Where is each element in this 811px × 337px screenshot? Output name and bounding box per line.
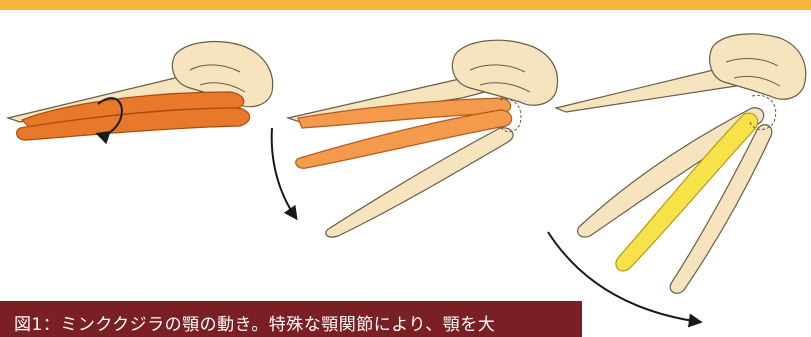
- caption-bar: 図1：ミンククジラの顎の動き。特殊な顎関節により、顎を大: [0, 301, 582, 337]
- skull-stage-closed: [8, 42, 273, 140]
- skull-stage-open: [556, 34, 806, 293]
- skull-stage-mid: [288, 40, 558, 237]
- figure-caption: 図1：ミンククジラの顎の動き。特殊な顎関節により、顎を大: [14, 315, 495, 335]
- transition-arrow-1: [272, 128, 296, 218]
- skull-braincase: [710, 34, 806, 99]
